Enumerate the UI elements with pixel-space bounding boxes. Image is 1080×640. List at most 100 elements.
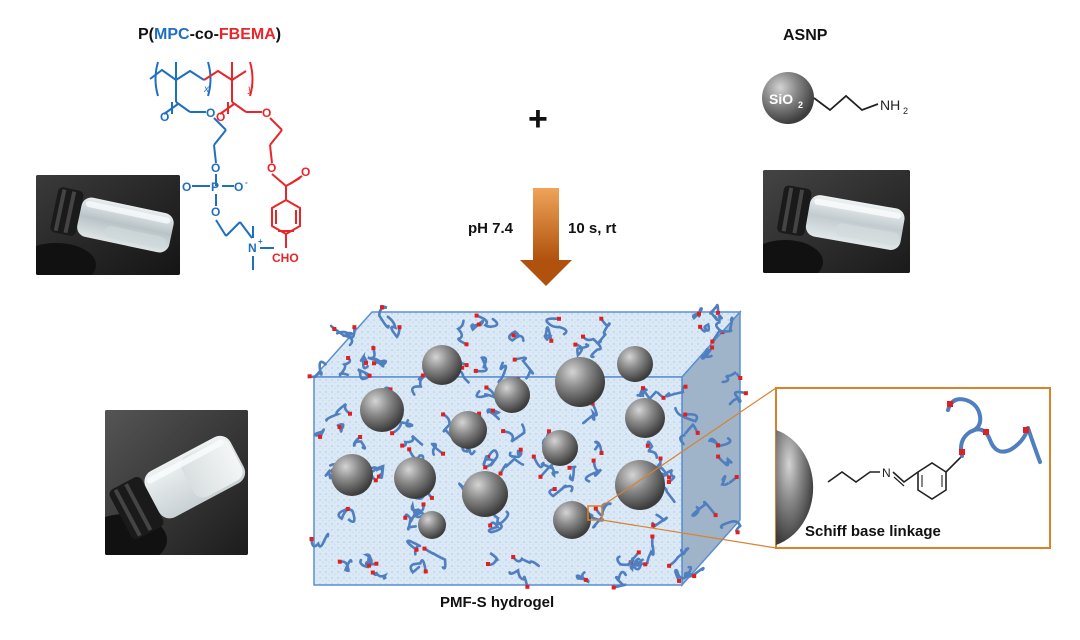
aldehyde-segment: [667, 563, 672, 568]
polymer-chain: [646, 440, 659, 459]
nanoparticle-sphere: [331, 454, 373, 496]
aldehyde-segment: [491, 408, 495, 413]
aldehyde-segment: [407, 447, 412, 452]
aldehyde-segment: [710, 339, 715, 344]
aldehyde-segment: [683, 384, 688, 389]
aldehyde-segment: [698, 324, 703, 329]
aldehyde-segment: [486, 455, 491, 460]
aldehyde-segment: [318, 434, 323, 439]
asnp-label: ASNP: [783, 27, 828, 44]
polymer-chain: [486, 552, 499, 566]
polymer-chain: [501, 423, 526, 443]
aldehyde-segment: [645, 443, 650, 448]
aldehyde-segment: [713, 513, 718, 518]
polymer-chain: [456, 319, 468, 346]
nanoparticle-sphere: [553, 501, 591, 539]
polymer-chain: [719, 520, 742, 534]
aldehyde-segment: [346, 356, 351, 360]
polymer-chain: [486, 408, 502, 421]
svg-text:N: N: [248, 241, 257, 255]
aldehyde-segment: [477, 411, 482, 416]
polymer-chain: [714, 313, 724, 334]
polymer-chain: [545, 317, 568, 336]
polymer-chain: [372, 357, 388, 368]
polymer-chain: [338, 356, 352, 378]
aldehyde-segment: [376, 474, 381, 479]
polymer-chain: [698, 322, 711, 333]
amine-label: NH 2: [880, 97, 908, 116]
nanoparticle-sphere: [462, 471, 508, 517]
fbema-atoms: O O O O CHO: [216, 106, 310, 265]
svg-text:O: O: [267, 161, 276, 175]
aldehyde-segment: [683, 412, 688, 417]
svg-text:CHO: CHO: [272, 251, 299, 265]
aldehyde-segment: [710, 345, 715, 350]
aldehyde-segment: [583, 577, 588, 582]
aldehyde-segment: [738, 376, 743, 380]
inset-chain-segment: [946, 397, 983, 434]
aldehyde-segment: [370, 570, 375, 575]
svg-text:O: O: [182, 180, 191, 194]
aldehyde-segment: [501, 429, 506, 434]
polymer-chain: [667, 547, 690, 568]
polymer-chain: [630, 557, 647, 570]
nanoparticle-sphere: [542, 430, 578, 466]
polymer-chain: [539, 463, 559, 479]
aldehyde-segment: [421, 502, 426, 507]
aldehyde-segment: [735, 530, 740, 535]
polymer-chain: [508, 568, 529, 589]
nanoparticle-sphere: [418, 511, 446, 539]
svg-text:2: 2: [798, 100, 803, 110]
polymer-chain: [362, 553, 373, 568]
aldehyde-segment: [511, 555, 516, 559]
aldehyde-segment: [390, 431, 395, 436]
polymer-chain: [390, 419, 414, 435]
inset-caption: Schiff base linkage: [805, 523, 941, 540]
polymer-chain: [597, 317, 611, 345]
polymer-chain: [581, 335, 602, 359]
aldehyde-segment: [573, 342, 578, 347]
aldehyde-segment: [591, 458, 596, 463]
aldehyde-segment: [403, 515, 408, 520]
plus-sign: +: [528, 100, 548, 138]
aldehyde-segment: [488, 523, 493, 528]
zoom-line-bottom: [601, 519, 777, 549]
svg-text:+: +: [258, 237, 263, 246]
polymer-chain: [470, 319, 485, 332]
aldehyde-segment: [661, 395, 666, 400]
aldehyde-segment: [641, 386, 645, 391]
nanoparticle-sphere: [360, 388, 404, 432]
svg-text:O: O: [301, 165, 310, 179]
aldehyde-segment: [538, 474, 543, 479]
aldehyde-segment: [476, 322, 481, 327]
zoom-line-top: [601, 387, 777, 507]
polymer-chain: [720, 474, 738, 486]
aldehyde-segment: [337, 425, 342, 430]
polymer-chain: [352, 435, 367, 450]
aldehyde-segment: [743, 391, 748, 396]
ammonium-methyls: [252, 226, 274, 270]
nanoparticle-sphere: [615, 460, 665, 510]
polymer-chain: [593, 440, 603, 455]
aldehyde-segment: [518, 447, 523, 452]
aldehyde-segment: [692, 574, 697, 579]
polymer-title: P(MPC-co-FBEMA): [138, 26, 282, 43]
reaction-arrow: [520, 188, 572, 286]
mpc-block: [149, 61, 253, 239]
aldehyde-segment: [364, 360, 368, 365]
aldehyde-segment: [388, 387, 393, 392]
polymer-chain: [511, 555, 540, 568]
aldehyde-segment: [400, 443, 405, 448]
svg-text:O: O: [211, 161, 220, 175]
aldehyde-segment: [474, 313, 479, 318]
polymer-chain: [338, 558, 353, 573]
aldehyde-segment: [531, 454, 536, 459]
polymer-chain: [616, 551, 641, 567]
polymer-chain: [508, 448, 523, 459]
aldehyde-segment: [483, 465, 488, 470]
svg-text:-: -: [245, 178, 248, 187]
aldehyde-segment: [352, 325, 357, 330]
aldehyde-segment: [429, 495, 434, 500]
